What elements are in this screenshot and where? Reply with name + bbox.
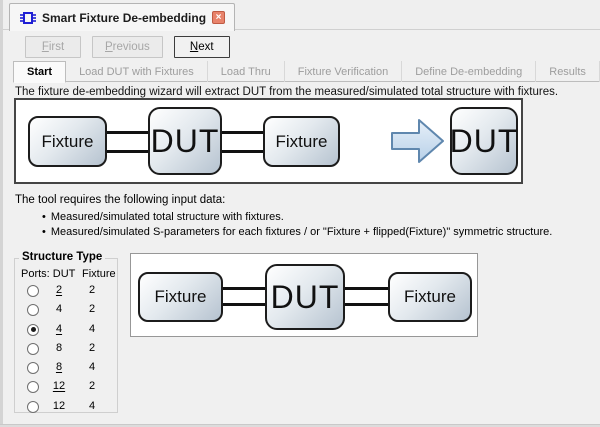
wizard-nav-buttons: First Previous Next (25, 36, 230, 58)
connector-lines (339, 287, 394, 306)
structure-type-radio[interactable] (27, 342, 39, 355)
window-left-edge (0, 0, 3, 427)
fixture-ports-value: 2 (88, 341, 96, 354)
tab-start[interactable]: Start (13, 61, 67, 83)
dut-ports-value: 12 (52, 380, 66, 393)
selected-structure-diagram: Fixture DUT Fixture (130, 253, 478, 337)
connector-lines (96, 131, 156, 153)
intro-text: The fixture de-embedding wizard will ext… (15, 86, 559, 98)
structure-type-row: 12 2 (15, 378, 117, 397)
first-button: First (25, 36, 81, 58)
fixture-box-left: Fixture (138, 272, 223, 322)
close-icon[interactable]: × (212, 11, 226, 24)
requirements-heading: The tool requires the following input da… (15, 194, 226, 206)
window-bottom-edge (0, 424, 600, 427)
component-icon (19, 11, 36, 25)
dut-box: DUT (265, 264, 345, 330)
right-block-arrow-icon (390, 116, 446, 171)
structure-type-radio[interactable] (27, 400, 39, 413)
structure-type-radio[interactable] (27, 323, 39, 336)
total-structure-diagram: Fixture DUT Fixture DUT (14, 98, 523, 184)
previous-button: Previous (92, 36, 163, 58)
structure-type-radio[interactable] (27, 285, 39, 297)
fixture-ports-value: 4 (88, 361, 96, 374)
dut-ports-value: 12 (52, 399, 66, 412)
document-tab-title: Smart Fixture De-embedding (42, 10, 207, 25)
requirement-item: Measured/simulated S-parameters for each… (42, 226, 552, 239)
dut-ports-value: 4 (55, 303, 63, 316)
tab-load-thru: Load Thru (208, 61, 285, 82)
fixture-ports-value: 2 (88, 380, 96, 393)
structure-type-title: Structure Type (19, 251, 106, 263)
fixture-box-right: Fixture (263, 116, 340, 167)
tab-results: Results (536, 61, 600, 82)
structure-type-radio[interactable] (27, 362, 39, 375)
structure-type-radio[interactable] (27, 304, 39, 317)
structure-type-row: 12 4 (15, 398, 117, 417)
tab-define-de-embedding: Define De-embedding (402, 61, 537, 82)
fixture-ports-value: 2 (88, 303, 96, 316)
document-tab-bar: Smart Fixture De-embedding × (3, 0, 600, 31)
ports-dut-column-header: Ports: DUT (21, 268, 76, 280)
tab-load-dut-with-fixtures: Load DUT with Fixtures (66, 61, 208, 82)
tab-fixture-verification: Fixture Verification (285, 61, 403, 82)
fixture-box-right: Fixture (388, 272, 472, 322)
connector-lines (216, 287, 272, 306)
dut-ports-value: 2 (55, 284, 63, 296)
structure-type-radio[interactable] (27, 381, 39, 394)
fixture-box-left: Fixture (28, 116, 107, 167)
dut-ports-value: 8 (55, 361, 63, 374)
dut-result-box: DUT (450, 107, 518, 175)
fixture-ports-value: 2 (88, 284, 96, 296)
document-tab[interactable]: Smart Fixture De-embedding × (9, 3, 236, 31)
requirement-item: Measured/simulated total structure with … (42, 211, 552, 224)
dut-ports-value: 4 (55, 322, 63, 335)
fixture-column-header: Fixture (82, 268, 116, 280)
fixture-ports-value: 4 (88, 322, 96, 335)
fixture-ports-value: 4 (88, 399, 96, 412)
structure-type-header: Ports: DUT Fixture (21, 268, 117, 280)
connector-lines (214, 131, 271, 153)
requirements-list: Measured/simulated total structure with … (42, 211, 552, 241)
dut-box: DUT (148, 107, 222, 175)
next-button[interactable]: Next (173, 36, 230, 58)
dut-ports-value: 8 (55, 341, 63, 354)
